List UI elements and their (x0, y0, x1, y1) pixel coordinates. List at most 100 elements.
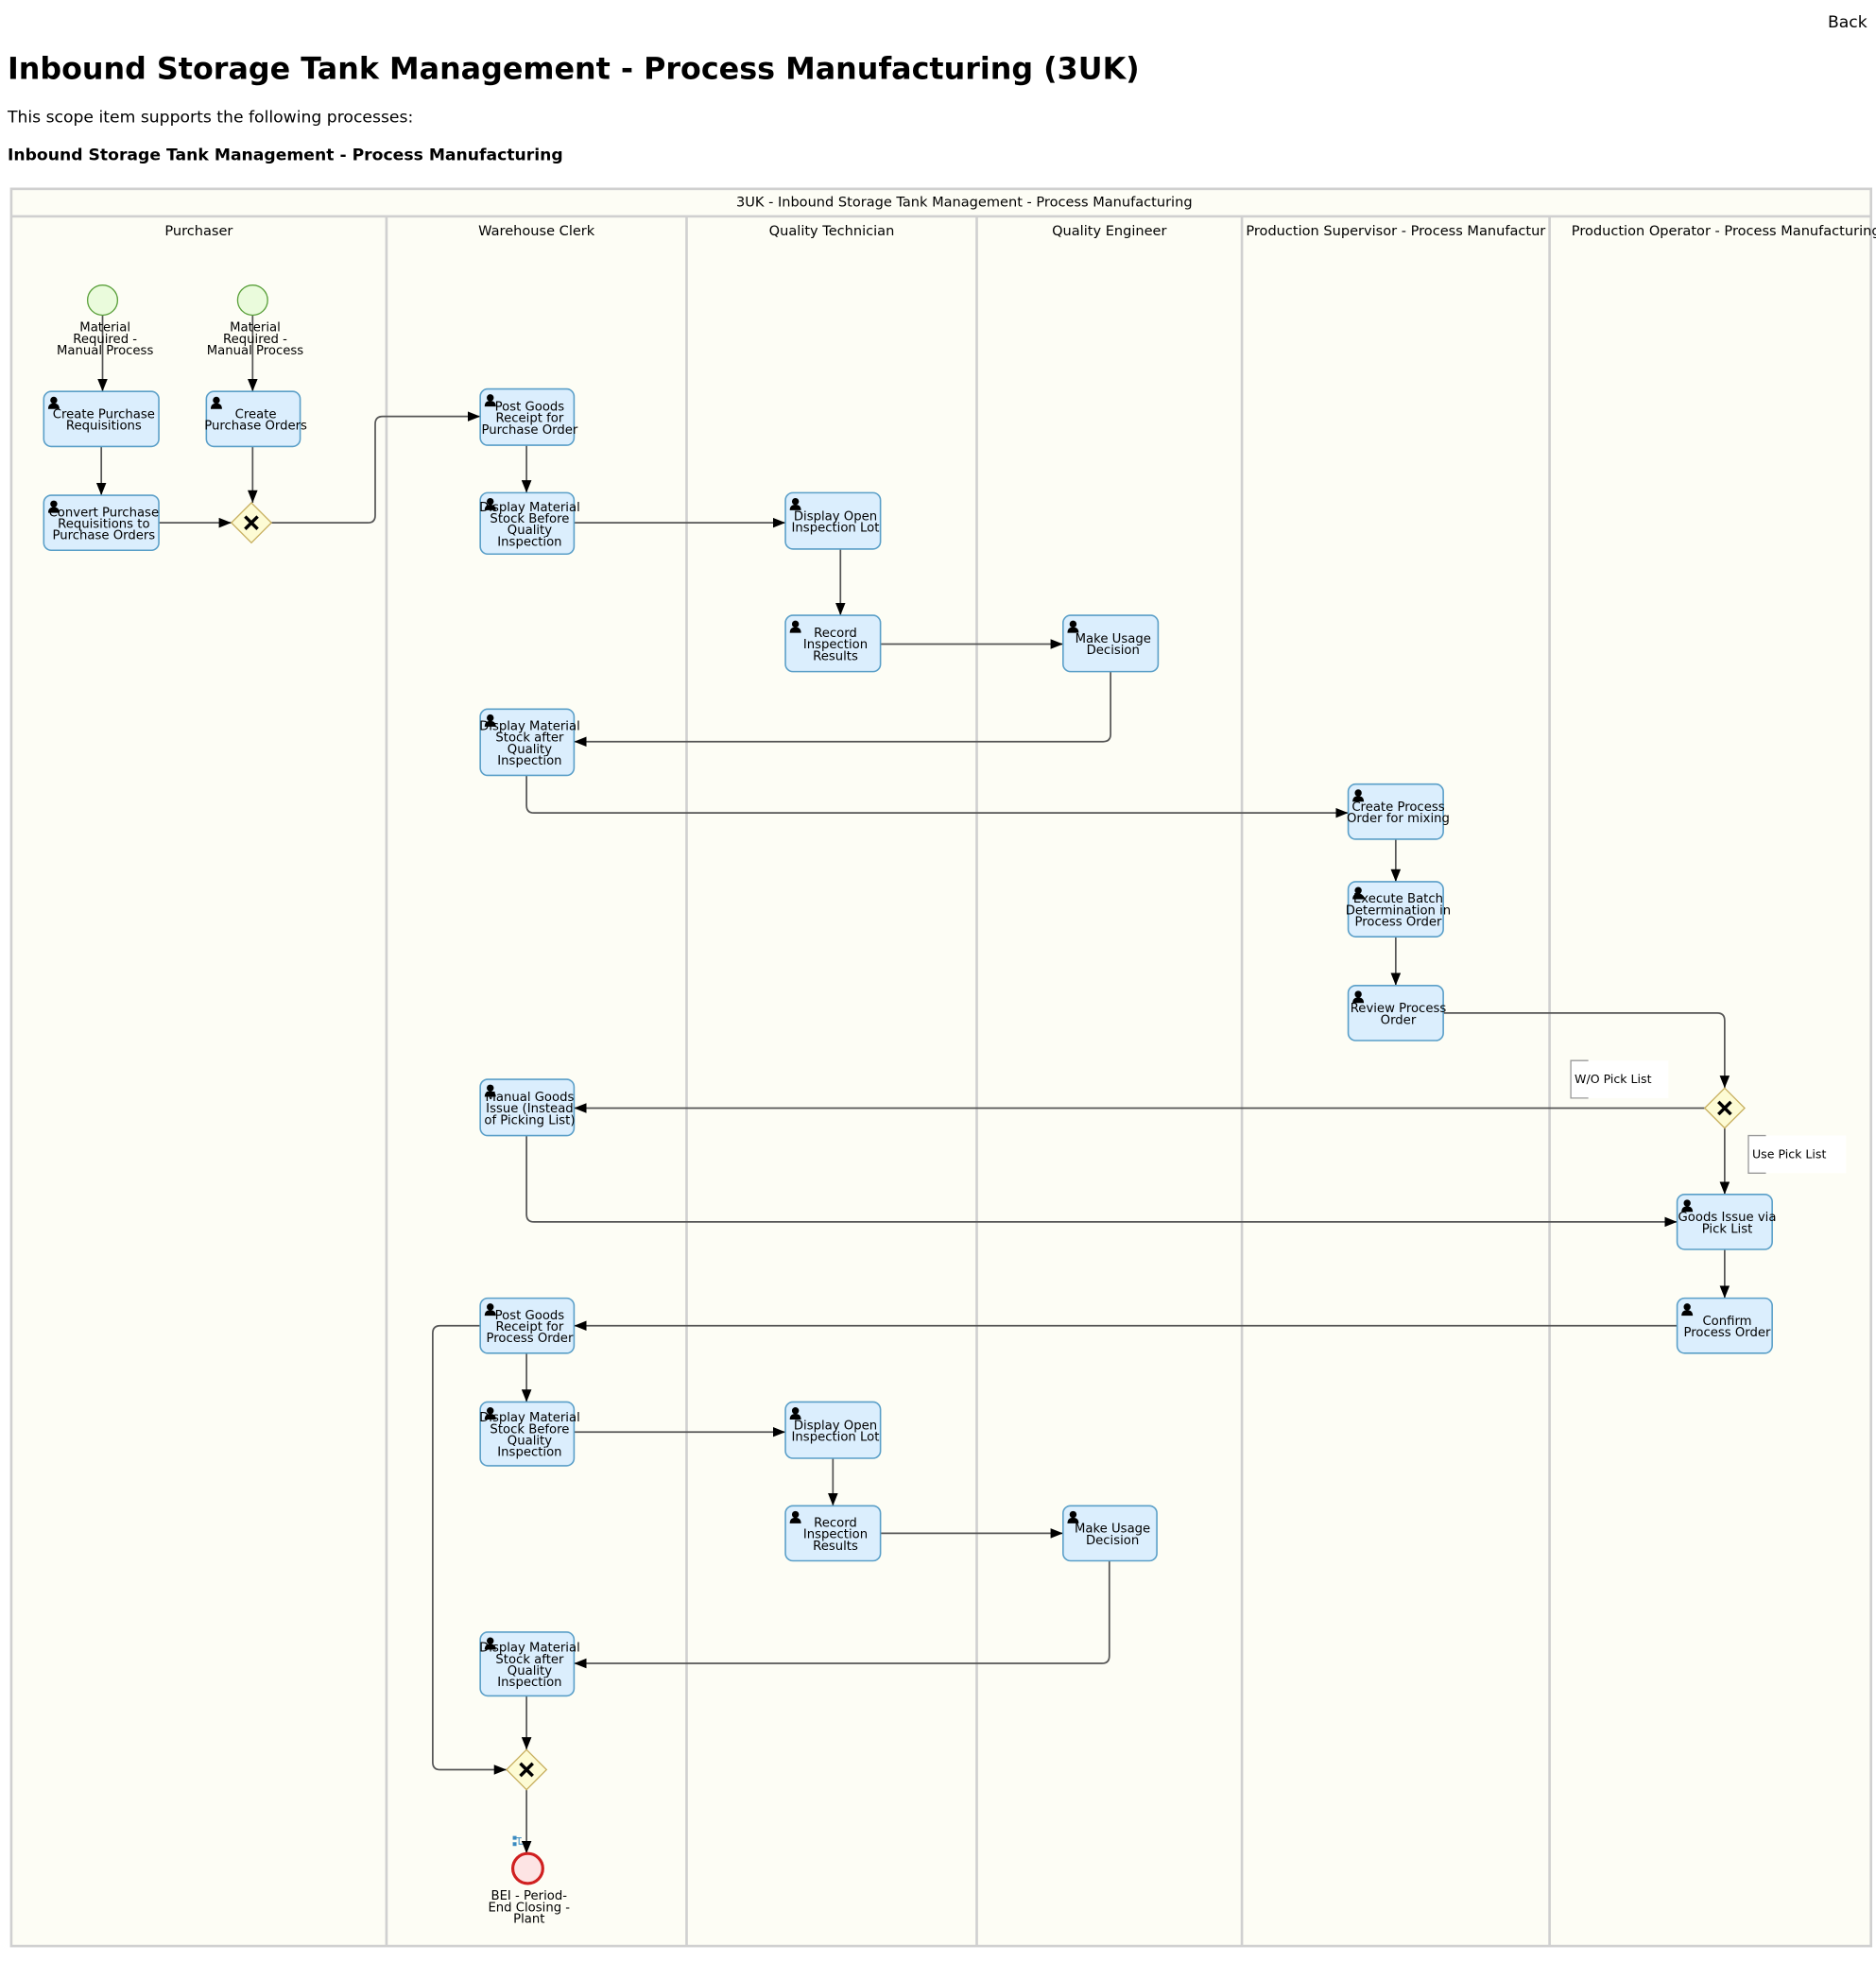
back-link[interactable]: Back (1827, 13, 1867, 33)
node-label: Display Material (479, 501, 580, 515)
node-label: Stock after (495, 1653, 564, 1667)
node-label: Receipt for (496, 1320, 564, 1334)
node-label: Create (235, 408, 277, 422)
node-label: Display Open (794, 509, 877, 524)
node-label: Results (813, 649, 858, 663)
user-task-icon (789, 1510, 801, 1523)
node-label: Inspection (497, 1676, 561, 1690)
node-label: Receipt for (496, 412, 564, 426)
node-label: Purchase Orders (52, 529, 155, 543)
user-task-icon (484, 394, 496, 407)
node-label: End Closing - (488, 1901, 570, 1915)
sequence-flow (1443, 1012, 1730, 1089)
x-icon (244, 515, 259, 530)
lane-header: Production Operator - Process Manufactur… (1572, 223, 1876, 239)
user-task-icon (484, 714, 496, 727)
user-task-icon (47, 396, 60, 409)
node-label: Create Process (1351, 800, 1444, 815)
lane-header: Production Supervisor - Process Manufact… (1246, 223, 1545, 239)
node-label: Display Material (479, 1642, 580, 1656)
node-label: Process Order (486, 1332, 573, 1346)
node-label: Manual Process (57, 344, 153, 358)
user-task-icon (484, 1303, 496, 1317)
node-label: BEI - Period- (491, 1889, 568, 1903)
node-label: Inspection Lot (792, 1431, 880, 1445)
node-label: Quality (508, 1664, 552, 1678)
user-task-icon (210, 396, 222, 409)
user-task-icon (484, 1637, 496, 1650)
node-label: Requisitions (66, 420, 142, 434)
node-label: Requisitions to (58, 517, 149, 531)
node-label: Results (813, 1540, 858, 1554)
node-label: Required - (73, 333, 137, 347)
node-label: Convert Purchase (49, 506, 159, 520)
node-label: Quality (508, 743, 552, 757)
node-label: Record (814, 1517, 857, 1531)
end-event[interactable]: BEI - Period-End Closing -Plant (488, 1835, 570, 1927)
node-label: Make Usage (1076, 632, 1151, 646)
node-label: Stock after (495, 731, 564, 746)
user-task-icon (1067, 1510, 1079, 1523)
node-label: Manual Process (207, 344, 303, 358)
node-label: Quality (508, 1435, 552, 1449)
node-label: Material (79, 321, 130, 336)
node-label: Quality (508, 524, 552, 538)
node-label: Inspection (497, 754, 561, 768)
node-label: Display Open (794, 1419, 877, 1433)
user-task-icon (484, 1407, 496, 1420)
node-label: Purchase Order (482, 423, 578, 438)
node-label: Material (230, 321, 281, 336)
link-icon (512, 1835, 524, 1847)
node-label: Order (1381, 1013, 1417, 1027)
sequence-flow (525, 1135, 1678, 1228)
lane-header: Quality Engineer (1052, 223, 1166, 239)
user-task-icon (1067, 620, 1079, 633)
annotation-wo-pick-list: W/O Pick List (1570, 1059, 1669, 1099)
sequence-flow (525, 775, 1349, 818)
intro-text: This scope item supports the following p… (7, 109, 414, 128)
user-task-icon (789, 1407, 801, 1420)
user-task-icon (1681, 1199, 1694, 1213)
sequence-flow (574, 1560, 1110, 1669)
node-label: Manual Goods (485, 1091, 574, 1105)
node-label: Pick List (1702, 1222, 1753, 1236)
sequence-flow (271, 411, 481, 525)
lane-header: Purchaser (164, 223, 232, 239)
page-title: Inbound Storage Tank Management - Proces… (7, 51, 1140, 87)
node-label: Stock Before (490, 1422, 569, 1437)
exclusive-gateway[interactable] (230, 502, 273, 544)
node-label: Display Material (479, 719, 580, 733)
node-label: Process Order (1684, 1326, 1771, 1340)
x-icon (519, 1762, 534, 1778)
node-label: Execute Batch (1353, 892, 1443, 906)
exclusive-gateway[interactable] (1703, 1087, 1746, 1129)
node-label: Inspection (803, 638, 868, 652)
annotation-text: Use Pick List (1752, 1146, 1826, 1161)
exclusive-gateway[interactable] (506, 1748, 548, 1791)
node-label: Purchase Orders (204, 420, 307, 434)
